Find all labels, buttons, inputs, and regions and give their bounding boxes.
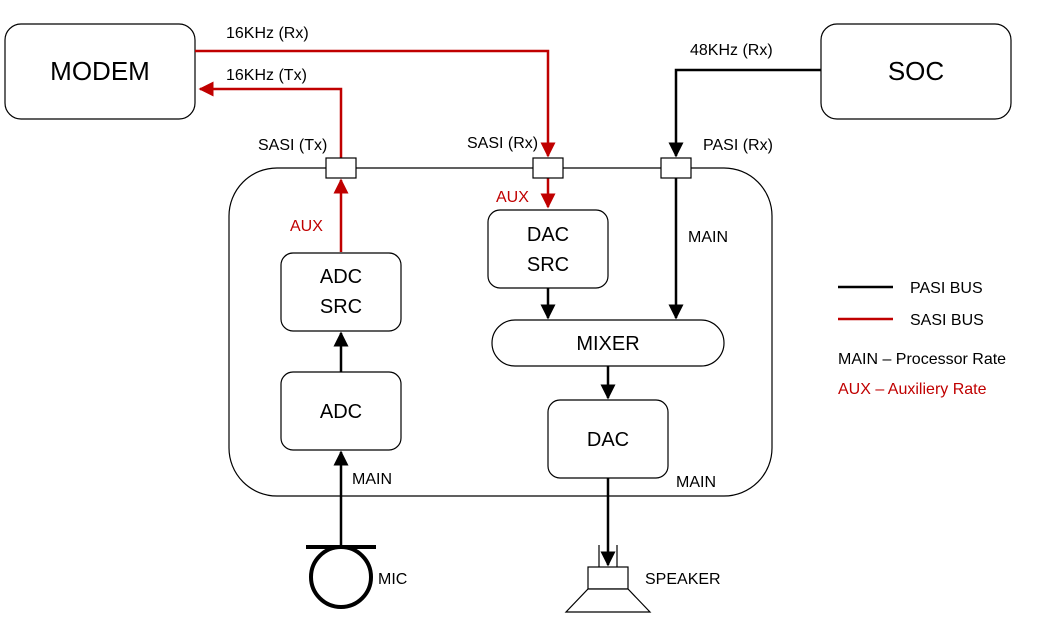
adc-src-block (280, 252, 402, 332)
soc-block (820, 23, 1012, 120)
soc-rx-signal-label: 48KHz (Rx) (690, 42, 773, 59)
pasi-rx-port (660, 157, 692, 179)
sasi-tx-port-label: SASI (Tx) (258, 137, 327, 154)
mic-label: MIC (378, 571, 407, 588)
pasi-rx-port-label: PASI (Rx) (703, 137, 773, 154)
mic-icon (306, 545, 376, 609)
dac-src-label-line2: SRC (527, 254, 569, 276)
aux-mid-label: AUX (496, 189, 529, 206)
legend-aux-desc: AUX – Auxiliery Rate (838, 381, 987, 398)
speaker-label: SPEAKER (645, 571, 721, 588)
sasi-rx-port-label: SASI (Rx) (467, 135, 538, 152)
main-mic-label: MAIN (352, 471, 392, 488)
legend-sasi-label: SASI BUS (910, 312, 984, 329)
mixer-label: MIXER (576, 333, 639, 355)
main-dac-label: MAIN (676, 474, 716, 491)
modem-tx-signal-label: 16KHz (Tx) (226, 67, 307, 84)
aux-left-label: AUX (290, 218, 323, 235)
sasi-tx-port (325, 157, 357, 179)
main-pasi-label: MAIN (688, 229, 728, 246)
dac-label: DAC (587, 429, 629, 451)
adc-src-label-line1: ADC (320, 266, 362, 288)
soc-label: SOC (888, 56, 944, 86)
dac-src-block (487, 209, 609, 289)
sasi-rx-path (195, 49, 556, 158)
legend: PASI BUS SASI BUS MAIN – Processor Rate … (838, 280, 1006, 398)
adc-src-label-line2: SRC (320, 296, 362, 318)
codec-enclosure (228, 167, 773, 497)
sasi-rx-port (532, 157, 564, 179)
pasi-rx-path (668, 68, 821, 158)
modem-label: MODEM (50, 56, 150, 86)
speaker-icon (564, 545, 652, 613)
modem-rx-signal-label: 16KHz (Rx) (226, 25, 309, 42)
legend-pasi-label: PASI BUS (910, 280, 983, 297)
sasi-tx-path (198, 81, 343, 158)
legend-main-desc: MAIN – Processor Rate (838, 351, 1006, 368)
modem-block (4, 23, 196, 120)
dac-src-label-line1: DAC (527, 224, 569, 246)
adc-label: ADC (320, 401, 362, 423)
